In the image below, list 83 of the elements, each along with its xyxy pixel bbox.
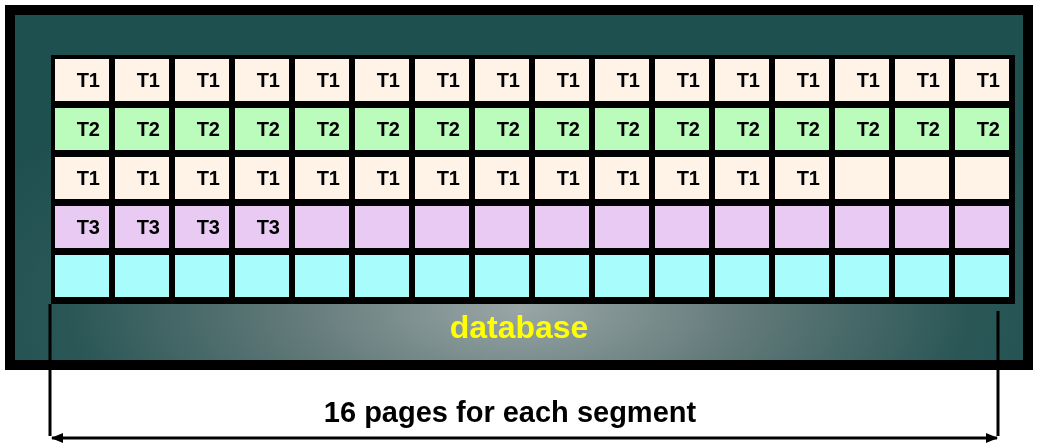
page-cell: T2 bbox=[955, 108, 1009, 150]
page-cell: T1 bbox=[835, 59, 889, 101]
page-cell: T1 bbox=[55, 157, 109, 199]
page-cell bbox=[955, 255, 1009, 297]
page-cell bbox=[835, 255, 889, 297]
page-cell: T1 bbox=[295, 59, 349, 101]
page-cell: T1 bbox=[955, 59, 1009, 101]
page-cell: T1 bbox=[655, 59, 709, 101]
page-cell: T2 bbox=[895, 108, 949, 150]
page-cell: T1 bbox=[715, 59, 769, 101]
page-cell: T2 bbox=[295, 108, 349, 150]
page-cell: T3 bbox=[55, 206, 109, 248]
page-cell bbox=[775, 206, 829, 248]
page-cell bbox=[595, 206, 649, 248]
page-cell: T1 bbox=[115, 157, 169, 199]
page-cell bbox=[895, 206, 949, 248]
page-cell bbox=[475, 255, 529, 297]
page-cell: T1 bbox=[775, 59, 829, 101]
page-cell: T1 bbox=[415, 157, 469, 199]
page-cell: T2 bbox=[475, 108, 529, 150]
page-cell bbox=[835, 157, 889, 199]
dimension-label: 16 pages for each segment bbox=[322, 395, 698, 430]
page-cell: T2 bbox=[115, 108, 169, 150]
page-cell bbox=[955, 206, 1009, 248]
page-cell bbox=[355, 206, 409, 248]
page-cell: T1 bbox=[895, 59, 949, 101]
page-cell: T1 bbox=[595, 59, 649, 101]
page-cell: T1 bbox=[475, 59, 529, 101]
page-cell bbox=[655, 206, 709, 248]
page-cell bbox=[655, 255, 709, 297]
page-cell: T1 bbox=[235, 59, 289, 101]
page-cell: T2 bbox=[715, 108, 769, 150]
page-cell: T2 bbox=[835, 108, 889, 150]
page-cell: T1 bbox=[55, 59, 109, 101]
page-cell bbox=[775, 255, 829, 297]
page-cell: T2 bbox=[55, 108, 109, 150]
page-cell: T3 bbox=[235, 206, 289, 248]
page-cell: T1 bbox=[535, 59, 589, 101]
page-cell: T1 bbox=[595, 157, 649, 199]
page-cell: T1 bbox=[715, 157, 769, 199]
page-cell: T2 bbox=[535, 108, 589, 150]
page-cell bbox=[715, 255, 769, 297]
page-cell bbox=[115, 255, 169, 297]
page-cell bbox=[595, 255, 649, 297]
page-cell bbox=[475, 206, 529, 248]
page-cell: T1 bbox=[175, 59, 229, 101]
page-cell: T1 bbox=[235, 157, 289, 199]
page-cell bbox=[355, 255, 409, 297]
page-cell bbox=[235, 255, 289, 297]
page-cell bbox=[415, 206, 469, 248]
page-cell bbox=[55, 255, 109, 297]
page-cell bbox=[835, 206, 889, 248]
page-cell bbox=[295, 255, 349, 297]
page-cell bbox=[295, 206, 349, 248]
page-cell: T1 bbox=[115, 59, 169, 101]
page-cell: T2 bbox=[595, 108, 649, 150]
page-cell: T1 bbox=[655, 157, 709, 199]
page-cell: T1 bbox=[535, 157, 589, 199]
page-cell: T1 bbox=[295, 157, 349, 199]
page-cell bbox=[715, 206, 769, 248]
page-cell: T1 bbox=[175, 157, 229, 199]
page-cell: T2 bbox=[235, 108, 289, 150]
page-cell bbox=[415, 255, 469, 297]
page-cell: T1 bbox=[775, 157, 829, 199]
page-cell bbox=[535, 255, 589, 297]
page-cell bbox=[955, 157, 1009, 199]
page-cell: T2 bbox=[415, 108, 469, 150]
page-cell: T3 bbox=[115, 206, 169, 248]
database-label: database bbox=[448, 308, 590, 347]
page-cell: T1 bbox=[475, 157, 529, 199]
database-panel bbox=[5, 5, 1033, 370]
page-cell: T2 bbox=[175, 108, 229, 150]
page-cell: T1 bbox=[355, 157, 409, 199]
page-cell bbox=[535, 206, 589, 248]
page-cell: T3 bbox=[175, 206, 229, 248]
page-cell: T2 bbox=[355, 108, 409, 150]
page-cell bbox=[895, 157, 949, 199]
page-cell: T2 bbox=[655, 108, 709, 150]
page-cell bbox=[895, 255, 949, 297]
page-cell: T1 bbox=[415, 59, 469, 101]
page-cell: T2 bbox=[775, 108, 829, 150]
page-cell bbox=[175, 255, 229, 297]
page-cell: T1 bbox=[355, 59, 409, 101]
